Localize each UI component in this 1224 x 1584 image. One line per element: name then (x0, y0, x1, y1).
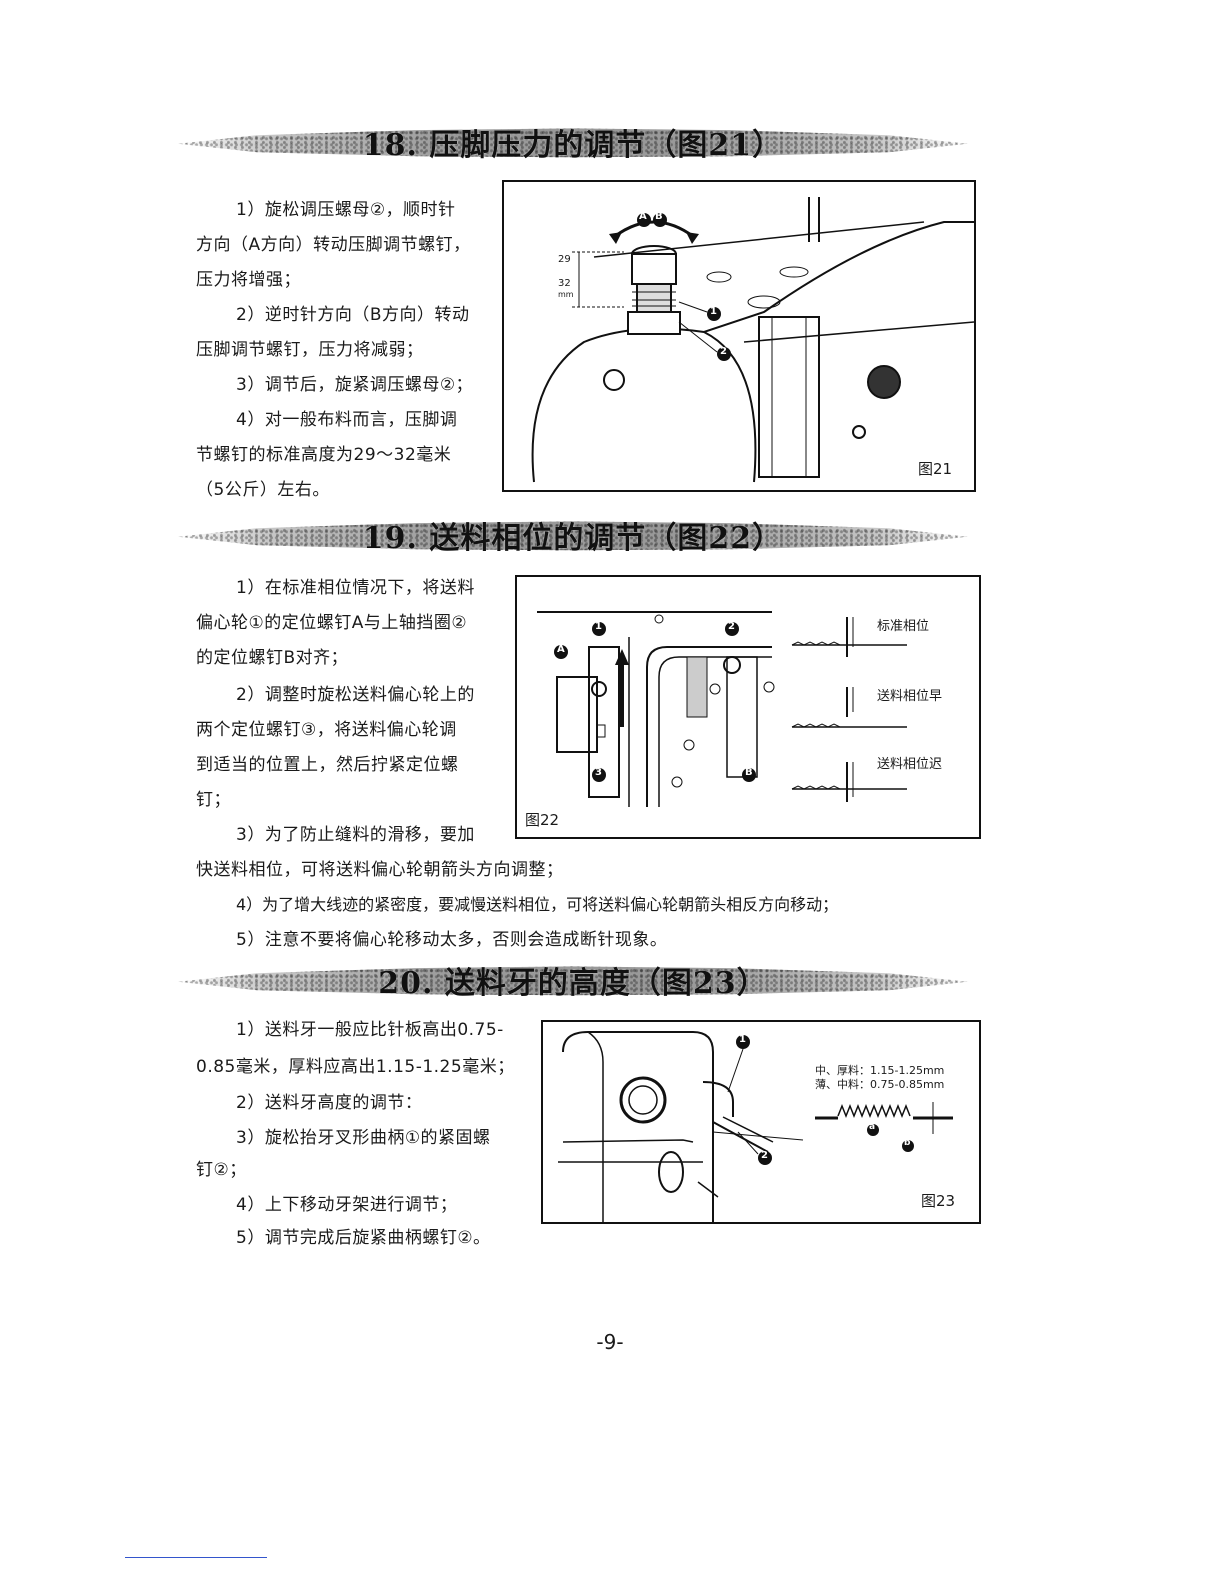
s18-line-5: 压脚调节螺钉，压力将减弱； (196, 340, 424, 360)
figure-22: 1 A 3 2 B 标准相位 送料相位早 送料相位迟 图22 (515, 575, 981, 839)
figure-23-label: 图23 (921, 1192, 956, 1210)
callout-a: a (869, 1122, 876, 1132)
s18-line-4: 2）逆时针方向（B方向）转动 (236, 305, 470, 325)
s19-line-8: 3）为了防止缝料的滑移，要加 (236, 825, 475, 845)
phase-late-label: 送料相位迟 (877, 757, 943, 772)
s20-line-2: 0.85毫米，厚料应高出1.15-1.25毫米； (196, 1057, 515, 1077)
s18-line-3: 压力将增强； (196, 270, 301, 290)
callout-a: A (639, 211, 647, 222)
callout-b: B (655, 211, 663, 222)
s19-line-6: 到适当的位置上，然后拧紧定位螺 (196, 755, 459, 775)
figure-22-label: 图22 (525, 811, 560, 829)
s20-line-5: 钉②； (196, 1160, 247, 1180)
callout-1: 1 (710, 306, 717, 317)
s19-line-7: 钉； (196, 790, 231, 810)
s19-line-11: 5）注意不要将偏心轮移动太多，否则会造成断针现象。 (236, 930, 668, 950)
callout-a: A (557, 644, 565, 655)
section-19-banner: 19. 送料相位的调节（图22） (178, 518, 968, 556)
s18-line-6: 3）调节后，旋紧调压螺母②； (236, 375, 474, 395)
callout-3: 3 (595, 767, 602, 778)
figure-21: A B 1 2 29 32 mm 图21 (502, 180, 976, 492)
callout-2: 2 (728, 621, 735, 632)
s19-line-9: 快送料相位，可将送料偏心轮朝箭头方向调整； (196, 860, 564, 880)
s18-line-8: 节螺钉的标准高度为29～32毫米 (196, 445, 452, 465)
s20-line-6: 4）上下移动牙架进行调节； (236, 1195, 458, 1215)
callout-2: 2 (720, 346, 727, 357)
section-19-title: 19. 送料相位的调节（图22） (362, 521, 784, 556)
spec-thick: 中、厚料：1.15-1.25mm (815, 1064, 945, 1077)
figure-21-drawing (531, 197, 974, 483)
s20-line-7: 5）调节完成后旋紧曲柄螺钉②。 (236, 1228, 491, 1248)
dim-top: 29 (558, 254, 571, 265)
section-20-banner: 20. 送料牙的高度（图23） (178, 963, 968, 1001)
s20-line-4: 3）旋松抬牙叉形曲柄①的紧固螺 (236, 1128, 491, 1148)
callout-1: 1 (595, 621, 602, 632)
figure-22-drawing (537, 611, 907, 807)
s19-line-1: 1）在标准相位情况下，将送料 (236, 578, 475, 598)
callout-b: b (904, 1138, 911, 1148)
footer-divider (125, 1557, 267, 1558)
dim-unit: mm (558, 290, 574, 299)
figure-21-label: 图21 (918, 460, 953, 478)
s18-line-7: 4）对一般布料而言，压脚调 (236, 410, 458, 430)
page-number: -9- (596, 1330, 624, 1354)
s19-line-4: 2）调整时旋松送料偏心轮上的 (236, 685, 475, 705)
section-18-banner: 18. 压脚压力的调节（图21） (178, 125, 968, 163)
phase-diagrams (791, 617, 907, 802)
phase-early-label: 送料相位早 (877, 689, 943, 704)
s20-line-3: 2）送料牙高度的调节： (236, 1093, 423, 1113)
s18-line-2: 方向（A方向）转动压脚调节螺钉， (196, 235, 471, 255)
spec-thin: 薄、中料：0.75-0.85mm (815, 1078, 945, 1091)
s19-line-3: 的定位螺钉B对齐； (196, 648, 349, 668)
figure-23: 1 2 a b 中、厚料：1.15-1.25mm 薄、中料：0.75-0.85m… (541, 1020, 981, 1224)
s18-line-1: 1）旋松调压螺母②，顺时针 (236, 200, 456, 220)
callout-b: B (745, 767, 753, 778)
dim-bottom: 32 (558, 278, 571, 289)
s18-line-9: （5公斤）左右。 (196, 480, 330, 500)
section-20-title: 20. 送料牙的高度（图23） (378, 966, 768, 1001)
s19-line-5: 两个定位螺钉③，将送料偏心轮调 (196, 720, 457, 740)
callout-1: 1 (739, 1034, 746, 1045)
phase-standard-label: 标准相位 (877, 619, 930, 634)
s20-line-1: 1）送料牙一般应比针板高出0.75- (236, 1020, 504, 1040)
s19-line-10: 4）为了增大线迹的紧密度，要减慢送料相位，可将送料偏心轮朝箭头相反方向移动； (236, 895, 839, 914)
callout-2: 2 (761, 1150, 768, 1161)
section-18-title: 18. 压脚压力的调节（图21） (362, 128, 784, 163)
s19-line-2: 偏心轮①的定位螺钉A与上轴挡圈② (196, 613, 468, 633)
figure-23-drawing (558, 1031, 953, 1222)
